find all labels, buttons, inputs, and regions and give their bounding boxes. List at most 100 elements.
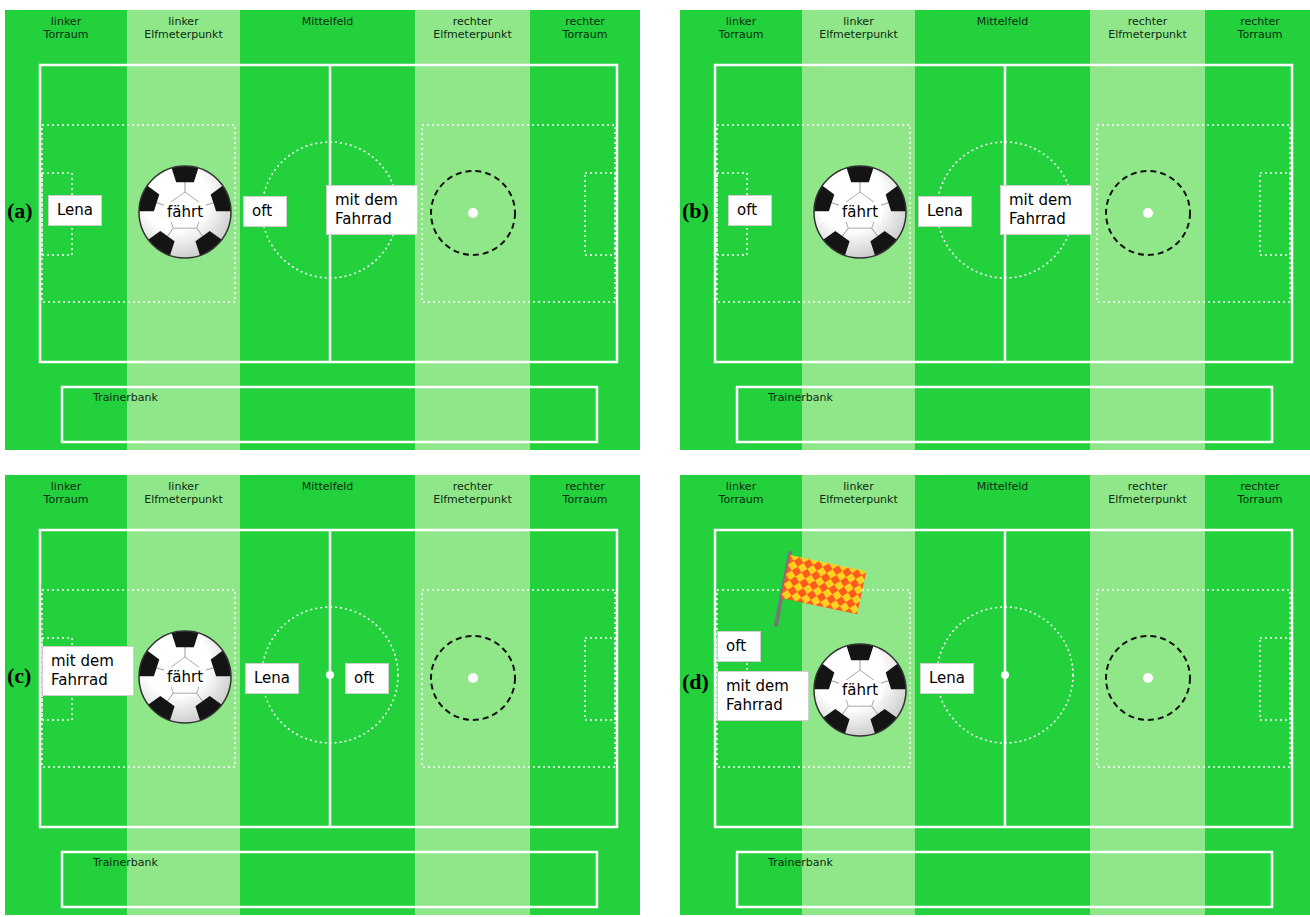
field-band (1090, 475, 1205, 915)
bench-outline (737, 387, 1272, 442)
penalty-area (717, 590, 910, 767)
word-text: oft (252, 202, 278, 221)
word-text: mit dem Fahrrad (1009, 191, 1083, 229)
zone-header-cell: rechter Torraum (530, 15, 640, 41)
field-band (1090, 10, 1205, 450)
panel-letter: (d) (682, 669, 709, 695)
word-text: mit dem Fahrrad (726, 677, 800, 715)
penalty-spot-ring (431, 636, 515, 720)
zone-header: linker Elfmeterpunkt (819, 15, 898, 41)
field-drawing (680, 10, 1310, 450)
word-text: Lena (929, 669, 965, 688)
football-field-panel: (c)linker Torraumlinker ElfmeterpunktMit… (5, 475, 640, 915)
zone-header: Mittelfeld (302, 15, 354, 28)
zone-header-cell: rechter Torraum (1205, 480, 1310, 506)
penalty-area (717, 125, 910, 302)
zone-header-cell: linker Torraum (5, 15, 127, 41)
zone-header-cell: linker Torraum (680, 480, 802, 506)
goal-area (585, 173, 615, 255)
field-outline (40, 530, 617, 827)
zone-header-cell: rechter Elfmeterpunkt (415, 480, 530, 506)
zone-header: linker Torraum (719, 15, 764, 41)
panel-letter: (b) (682, 198, 709, 224)
penalty-spot-ring (1106, 171, 1190, 255)
zone-header-cell: Mittelfeld (240, 15, 415, 28)
goal-area (585, 638, 615, 720)
field-drawing (5, 10, 640, 450)
zone-header: rechter Elfmeterpunkt (433, 15, 512, 41)
field-band (1205, 10, 1310, 450)
penalty-spot (468, 673, 478, 683)
penalty-spot (468, 208, 478, 218)
zone-header: Mittelfeld (977, 480, 1029, 493)
word-text: mit dem Fahrrad (51, 652, 125, 690)
field-band (802, 10, 915, 450)
zone-header-cell: linker Elfmeterpunkt (802, 480, 915, 506)
word-text: oft (354, 669, 380, 688)
word-card: mit dem Fahrrad (1000, 185, 1092, 235)
zone-header-cell: linker Elfmeterpunkt (802, 15, 915, 41)
zone-header: rechter Torraum (1238, 15, 1283, 41)
zone-header: rechter Torraum (1238, 480, 1283, 506)
word-text: Lena (254, 669, 290, 688)
word-text: fährt (839, 680, 881, 700)
field-band (530, 10, 640, 450)
football-field-panel: (a)linker Torraumlinker ElfmeterpunktMit… (5, 10, 640, 450)
football-word: fährt (137, 164, 233, 260)
word-text: oft (726, 637, 752, 656)
zone-header: Mittelfeld (977, 15, 1029, 28)
bench-label: Trainerbank (768, 391, 833, 404)
penalty-area (422, 125, 615, 302)
word-text: Lena (927, 202, 963, 221)
zone-header: Mittelfeld (302, 480, 354, 493)
zone-header: rechter Elfmeterpunkt (1108, 15, 1187, 41)
field-band (415, 10, 530, 450)
zone-header: linker Torraum (44, 480, 89, 506)
football-field-panel: (d) linker Torraum linker Elfmeterpunkt Mit… (680, 475, 1310, 915)
zone-header-cell: linker Elfmeterpunkt (127, 15, 240, 41)
football-field-panel: (b) linker Torraum linker Elfmeterpunkt Mit… (680, 10, 1310, 450)
field-band (680, 475, 802, 915)
zone-header: linker Torraum (44, 15, 89, 41)
penalty-area (42, 590, 235, 767)
word-card: oft (243, 196, 287, 227)
bench-label: Trainerbank (93, 856, 158, 869)
word-card: oft (728, 195, 772, 226)
word-card: oft (345, 663, 389, 694)
bench-outline (737, 852, 1272, 907)
zone-header: rechter Elfmeterpunkt (433, 480, 512, 506)
zone-header: linker Elfmeterpunkt (144, 15, 223, 41)
field-outline (715, 65, 1292, 362)
zone-header: linker Torraum (719, 480, 764, 506)
zone-header-cell: rechter Elfmeterpunkt (415, 15, 530, 41)
word-text: Lena (57, 201, 93, 220)
word-card: Lena (48, 195, 102, 226)
zone-header-cell: Mittelfeld (240, 480, 415, 493)
field-band (127, 10, 240, 450)
field-outline (715, 530, 1292, 827)
word-card: Lena (920, 663, 974, 694)
penalty-spot (1143, 208, 1153, 218)
zone-header-cell: rechter Torraum (1205, 15, 1310, 41)
word-text: mit dem Fahrrad (335, 191, 409, 229)
word-card: oft (717, 631, 761, 662)
word-card: Lena (918, 196, 972, 227)
corner-flag (781, 555, 866, 614)
field-outline (40, 65, 617, 362)
panel-letter: (c) (7, 663, 31, 689)
zone-header: rechter Torraum (563, 15, 608, 41)
zone-header-cell: rechter Torraum (530, 480, 640, 506)
centre-spot (1001, 671, 1009, 679)
field-band (802, 475, 915, 915)
bench-label: Trainerbank (93, 391, 158, 404)
field-band (1205, 475, 1310, 915)
word-text: fährt (839, 202, 881, 222)
penalty-spot-ring (431, 171, 515, 255)
goal-area (1260, 638, 1290, 720)
field-band (5, 10, 127, 450)
word-text: fährt (164, 667, 206, 687)
penalty-spot (1143, 673, 1153, 683)
zone-header: rechter Elfmeterpunkt (1108, 480, 1187, 506)
zone-header: rechter Torraum (563, 480, 608, 506)
zone-header-cell: Mittelfeld (915, 480, 1090, 493)
